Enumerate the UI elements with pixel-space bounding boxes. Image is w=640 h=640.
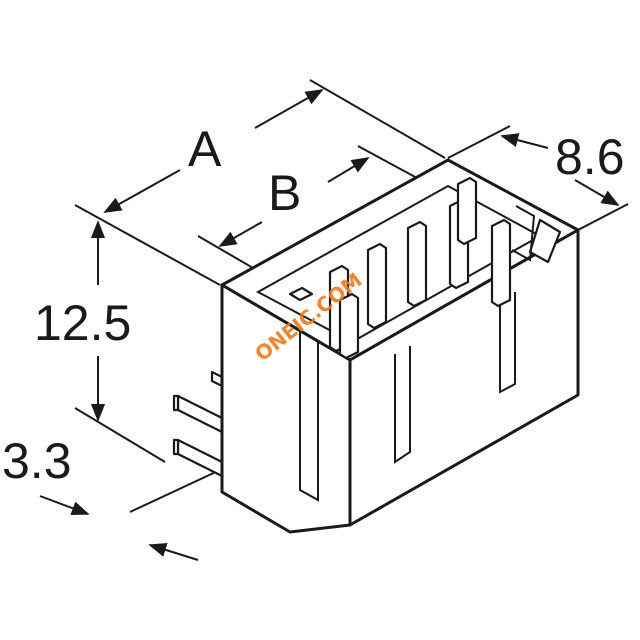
dimension-a: A	[74, 79, 446, 286]
dimension-a-label: A	[188, 121, 222, 177]
dimension-pitch: 3.3	[2, 433, 221, 561]
dimension-pitch-label: 3.3	[2, 433, 72, 489]
dimension-width-label: 8.6	[555, 129, 625, 185]
pcb-tails	[172, 370, 224, 478]
dimension-b-label: B	[268, 165, 301, 221]
dimension-width: 8.6	[447, 125, 629, 231]
dimension-height-label: 12.5	[34, 295, 131, 351]
dimension-height: 12.5	[34, 220, 166, 463]
dimension-b: B	[197, 145, 431, 273]
connector-housing	[220, 158, 580, 534]
contact-pins	[288, 176, 512, 360]
